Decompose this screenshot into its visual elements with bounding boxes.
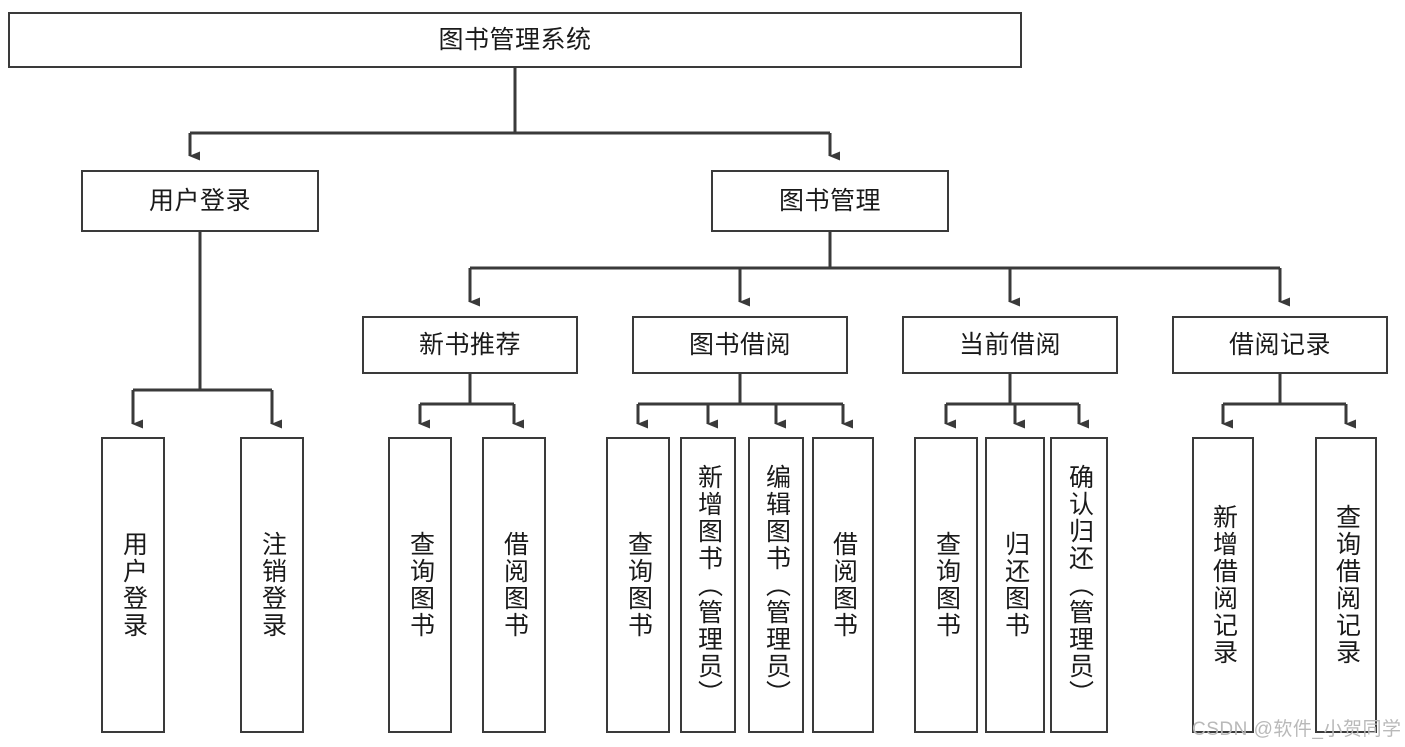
node-root[interactable]: 图书管理系统 <box>8 12 1022 68</box>
node-leaf-logout-login-label: 注销登录 <box>258 531 287 639</box>
node-borrow-record[interactable]: 借阅记录 <box>1172 316 1388 374</box>
node-leaf-query-book-1-label: 查询图书 <box>406 531 435 639</box>
node-leaf-query-book-3[interactable]: 查询图书 <box>914 437 978 733</box>
node-leaf-query-book-3-label: 查询图书 <box>932 531 961 639</box>
node-leaf-user-login[interactable]: 用户登录 <box>101 437 165 733</box>
node-user-login-label: 用户登录 <box>148 186 251 215</box>
node-leaf-add-record-label: 新增借阅记录 <box>1209 504 1238 666</box>
node-leaf-edit-book-label: 编辑图书（管理员） <box>762 463 791 707</box>
node-leaf-query-book-1[interactable]: 查询图书 <box>388 437 452 733</box>
node-leaf-query-record[interactable]: 查询借阅记录 <box>1315 437 1377 733</box>
node-leaf-query-book-2-label: 查询图书 <box>624 531 653 639</box>
node-leaf-borrow-book-2[interactable]: 借阅图书 <box>812 437 874 733</box>
node-root-label: 图书管理系统 <box>438 25 592 54</box>
node-book-borrow-label: 图书借阅 <box>688 330 791 359</box>
node-leaf-logout-login[interactable]: 注销登录 <box>240 437 304 733</box>
node-leaf-add-book[interactable]: 新增图书（管理员） <box>680 437 736 733</box>
node-leaf-add-book-label: 新增图书（管理员） <box>694 463 723 707</box>
node-new-book-rec-label: 新书推荐 <box>418 330 521 359</box>
node-leaf-user-login-label: 用户登录 <box>119 531 148 639</box>
node-borrow-record-label: 借阅记录 <box>1228 330 1331 359</box>
node-leaf-borrow-book-1-label: 借阅图书 <box>500 531 529 639</box>
node-current-borrow-label: 当前借阅 <box>958 330 1061 359</box>
node-book-manage[interactable]: 图书管理 <box>711 170 949 232</box>
node-user-login[interactable]: 用户登录 <box>81 170 319 232</box>
node-leaf-borrow-book-1[interactable]: 借阅图书 <box>482 437 546 733</box>
node-leaf-confirm-return-label: 确认归还（管理员） <box>1065 463 1094 707</box>
node-leaf-query-record-label: 查询借阅记录 <box>1332 504 1361 666</box>
node-leaf-return-book-label: 归还图书 <box>1001 531 1030 639</box>
node-leaf-borrow-book-2-label: 借阅图书 <box>829 531 858 639</box>
node-leaf-edit-book[interactable]: 编辑图书（管理员） <box>748 437 804 733</box>
node-book-borrow[interactable]: 图书借阅 <box>632 316 848 374</box>
node-leaf-confirm-return[interactable]: 确认归还（管理员） <box>1050 437 1108 733</box>
node-leaf-query-book-2[interactable]: 查询图书 <box>606 437 670 733</box>
csdn-watermark: CSDN @软件_小贺同学 <box>1192 719 1402 740</box>
node-new-book-rec[interactable]: 新书推荐 <box>362 316 578 374</box>
node-leaf-return-book[interactable]: 归还图书 <box>985 437 1045 733</box>
node-book-manage-label: 图书管理 <box>778 186 881 215</box>
node-current-borrow[interactable]: 当前借阅 <box>902 316 1118 374</box>
node-leaf-add-record[interactable]: 新增借阅记录 <box>1192 437 1254 733</box>
